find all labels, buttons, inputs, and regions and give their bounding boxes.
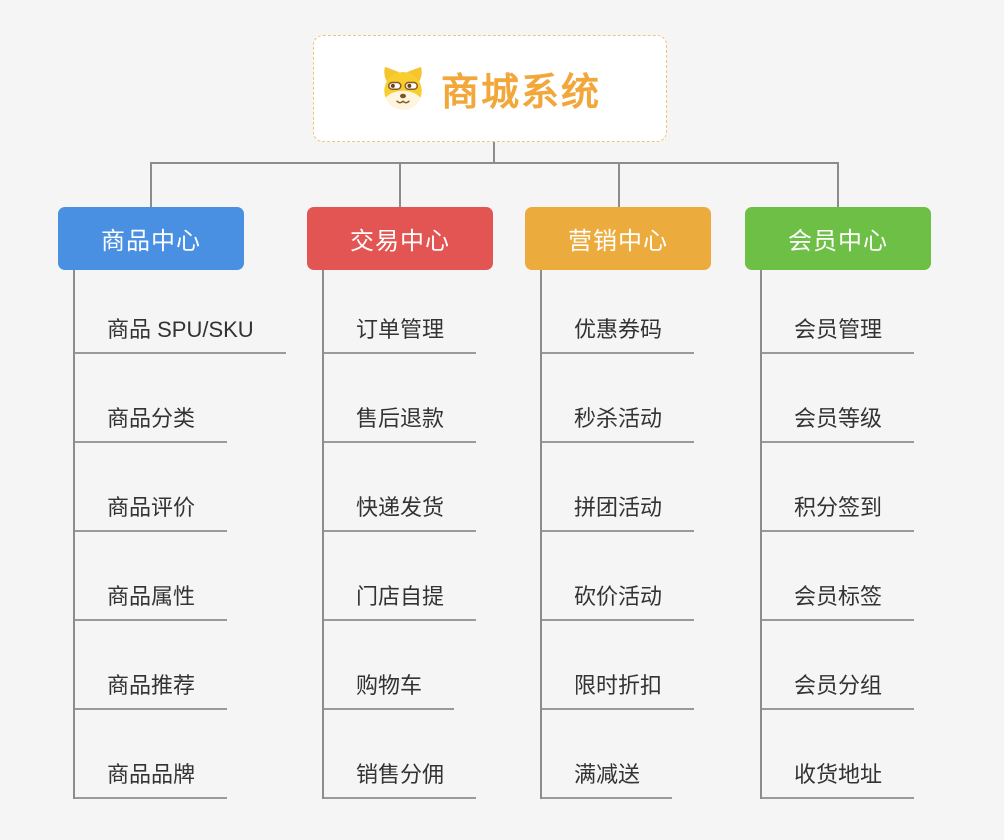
branch-items-member-center: 会员管理 会员等级 积分签到 会员标签 会员分组 收货地址 [760, 270, 995, 799]
connector-drop-marketing [618, 164, 620, 208]
branch-marketing-center: 营销中心 优惠券码 秒杀活动 拼团活动 砍价活动 限时折扣 满减送 [525, 207, 775, 799]
branch-items-marketing-center: 优惠券码 秒杀活动 拼团活动 砍价活动 限时折扣 满减送 [540, 270, 775, 799]
leaf-node[interactable]: 门店自提 [324, 532, 477, 621]
leaf-node[interactable]: 商品评价 [75, 443, 228, 532]
branch-header-marketing-center[interactable]: 营销中心 [525, 207, 711, 270]
leaf-node[interactable]: 秒杀活动 [542, 354, 695, 443]
branch-product-center: 商品中心 商品 SPU/SKU 商品分类 商品评价 商品属性 商品推荐 商品品牌 [58, 207, 308, 799]
leaf-node[interactable]: 拼团活动 [542, 443, 695, 532]
leaf-node[interactable]: 商品属性 [75, 532, 228, 621]
branch-header-product-center[interactable]: 商品中心 [58, 207, 244, 270]
leaf-node[interactable]: 售后退款 [324, 354, 477, 443]
leaf-node[interactable]: 限时折扣 [542, 621, 695, 710]
leaf-node[interactable]: 快递发货 [324, 443, 477, 532]
leaf-node[interactable]: 商品推荐 [75, 621, 228, 710]
branch-trade-center: 交易中心 订单管理 售后退款 快递发货 门店自提 购物车 销售分佣 [307, 207, 557, 799]
branch-header-member-center[interactable]: 会员中心 [745, 207, 931, 270]
branch-member-center: 会员中心 会员管理 会员等级 积分签到 会员标签 会员分组 收货地址 [745, 207, 995, 799]
leaf-node[interactable]: 会员分组 [762, 621, 915, 710]
leaf-node[interactable]: 砍价活动 [542, 532, 695, 621]
root-title: 商城系统 [440, 72, 601, 114]
leaf-node[interactable]: 会员等级 [762, 354, 915, 443]
leaf-node[interactable]: 商品分类 [75, 354, 228, 443]
leaf-node[interactable]: 订单管理 [324, 270, 477, 354]
leaf-node[interactable]: 优惠券码 [542, 270, 695, 354]
branch-items-trade-center: 订单管理 售后退款 快递发货 门店自提 购物车 销售分佣 [322, 270, 557, 799]
connector-rail [150, 162, 839, 164]
branch-items-product-center: 商品 SPU/SKU 商品分类 商品评价 商品属性 商品推荐 商品品牌 [73, 270, 308, 799]
connector-drop-member [837, 164, 839, 208]
leaf-node[interactable]: 收货地址 [762, 710, 915, 799]
connector-root-stem [493, 141, 495, 163]
leaf-node[interactable]: 会员标签 [762, 532, 915, 621]
leaf-node[interactable]: 商品品牌 [75, 710, 228, 799]
root-node[interactable]: 商城系统 [313, 35, 667, 142]
leaf-node[interactable]: 积分签到 [762, 443, 915, 532]
leaf-node[interactable]: 会员管理 [762, 270, 915, 354]
leaf-node[interactable]: 商品 SPU/SKU [75, 270, 286, 354]
connector-drop-trade [399, 164, 401, 208]
connector-drop-product [150, 164, 152, 208]
leaf-node[interactable]: 购物车 [324, 621, 455, 710]
shiba-dog-icon [379, 66, 427, 111]
leaf-node[interactable]: 满减送 [542, 710, 673, 799]
leaf-node[interactable]: 销售分佣 [324, 710, 477, 799]
branch-header-trade-center[interactable]: 交易中心 [307, 207, 493, 270]
